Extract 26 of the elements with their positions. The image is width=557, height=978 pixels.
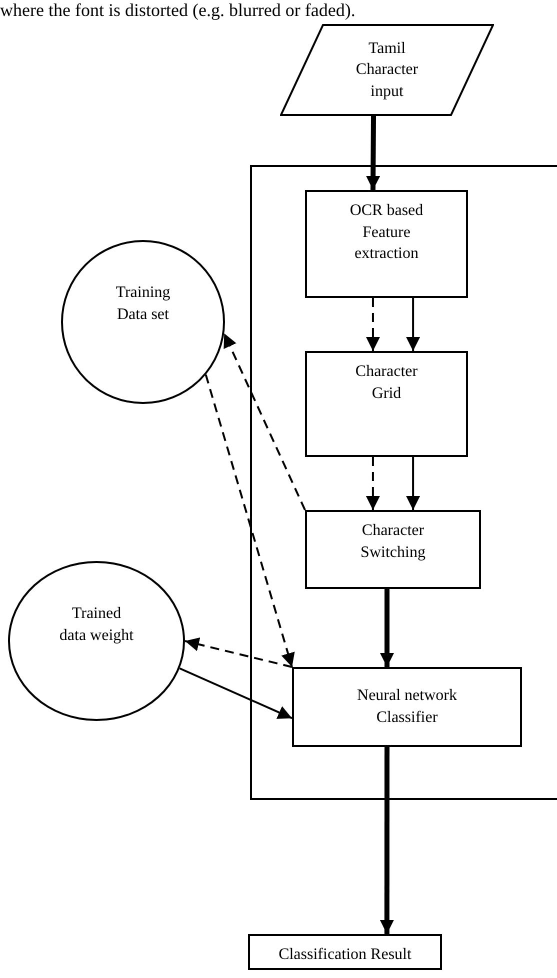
node-text: Classification Result [278, 945, 412, 965]
process-box [292, 667, 522, 747]
process-box [305, 351, 468, 457]
arrow [406, 457, 420, 510]
arrow [366, 298, 380, 351]
node-text: Training Data set [114, 283, 172, 325]
arrow [380, 589, 394, 667]
node-text: Trained data weight [58, 604, 135, 646]
frame-box [250, 165, 557, 800]
arrow [223, 333, 306, 510]
process-box [248, 934, 442, 970]
process-box [305, 190, 468, 298]
node-text: Neural network Classifier [356, 686, 458, 728]
arrow [366, 116, 380, 190]
node-text: OCR based Feature extraction [348, 201, 424, 264]
node-text: Character Switching [360, 521, 426, 563]
arrow [380, 747, 394, 934]
process-box [305, 510, 481, 589]
arrow [406, 298, 420, 351]
caption-text: where the font is distorted (e.g. blurred or faded). [0, 0, 356, 20]
node-text: Character Grid [354, 362, 419, 404]
arrow [179, 667, 292, 720]
arrow [204, 374, 295, 668]
arrow [366, 457, 380, 510]
node-text: Tamil Character input [354, 38, 420, 102]
arrow [184, 638, 292, 668]
